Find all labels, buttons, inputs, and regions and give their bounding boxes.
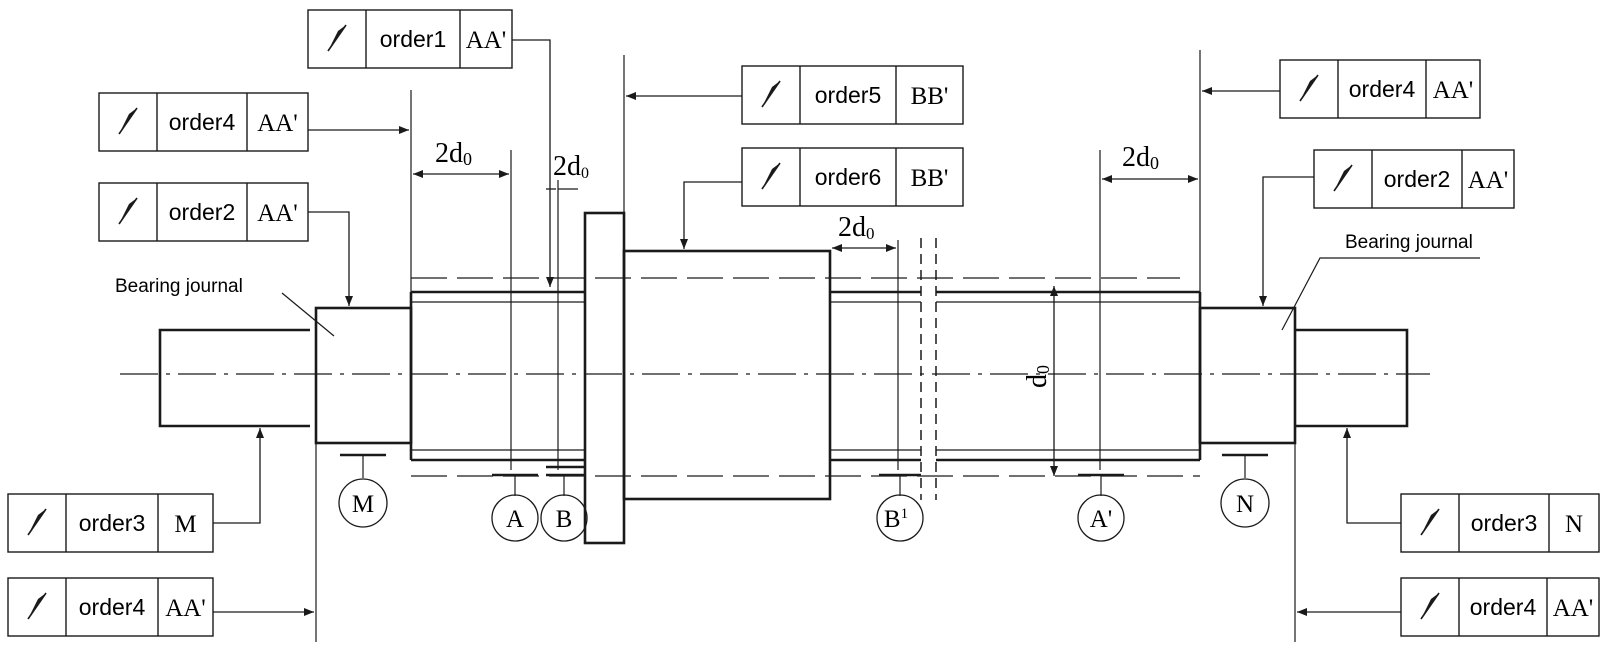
dim-2d0-mid: 2d0 (838, 212, 875, 243)
frame-datum-label: AA' (257, 200, 298, 227)
frame-datum-label: BB' (911, 83, 949, 110)
datum-n (1220, 453, 1270, 528)
right-end-stub (1295, 328, 1409, 428)
frame-border (741, 147, 964, 207)
frame-border (1400, 493, 1600, 553)
frame-datum-label: AA' (1553, 595, 1594, 622)
tolerance-frame-f-br-2: order4 AA' (1400, 577, 1600, 637)
datum-symbols (338, 453, 1270, 542)
frame-datum-label: AA' (165, 595, 206, 622)
frame-order-label: order4 (169, 109, 236, 135)
dimension-lines (413, 170, 1198, 476)
datum-label-a: A (506, 506, 524, 533)
frame-border (7, 577, 214, 637)
datum-label-b-prime: B1 (884, 506, 908, 533)
extension-lines (315, 50, 1296, 642)
frame-order-label: order4 (1470, 594, 1537, 620)
note-left-bearing: Bearing journal (115, 276, 243, 297)
flange (583, 211, 626, 545)
frame-order-label: order2 (1384, 166, 1450, 192)
notes: Bearing journal Bearing journal (115, 232, 1480, 337)
datum-b (540, 465, 588, 542)
frame-border (1400, 577, 1600, 637)
tolerance-frame-f-bl-1: order3 M (7, 493, 214, 553)
break-marks (920, 238, 937, 500)
datum-labels: M A B B1 A' N (352, 491, 1254, 533)
frame-datum-label: AA' (1433, 77, 1474, 104)
datum-label-a-prime: A' (1090, 506, 1113, 533)
frame-datum-label: AA' (257, 110, 298, 137)
tolerance-frame-f-bl-2: order4 AA' (7, 577, 214, 637)
left-bearing-journal (314, 306, 413, 445)
center-lines (120, 277, 1430, 477)
frame-datum-label: M (174, 511, 196, 538)
frame-order-label: order4 (79, 594, 146, 620)
tolerance-frame-f-mid-1: order5 BB' (741, 65, 964, 125)
datum-label-m: M (352, 491, 374, 518)
dim-2d0-right: 2d0 (1122, 142, 1159, 173)
frame-datum-label: N (1565, 511, 1583, 538)
tolerance-frame-f-left-2: order2 AA' (98, 182, 309, 242)
frame-border (98, 92, 309, 152)
frame-border (7, 493, 214, 553)
left-end-stub (158, 328, 310, 428)
dim-d0-vertical: d0 (1022, 365, 1053, 388)
tolerance-frame-f-right-2: order2 AA' (1313, 149, 1515, 209)
frame-order-label: order5 (815, 82, 881, 108)
frame-order-label: order3 (1471, 510, 1537, 536)
datum-label-n: N (1236, 491, 1254, 518)
datum-m (338, 453, 388, 528)
frame-order-label: order2 (169, 199, 235, 225)
dim-2d0-small: 2d0 (553, 151, 589, 182)
frame-order-label: order6 (815, 164, 881, 190)
datum-label-b: B (556, 506, 573, 533)
frame-datum-label: AA' (1468, 167, 1509, 194)
note-right-bearing: Bearing journal (1345, 232, 1473, 253)
frame-border (307, 9, 513, 69)
frame-border (98, 182, 309, 242)
datum-a (491, 473, 539, 542)
datum-b-prime (876, 473, 924, 542)
frame-order-label: order3 (79, 510, 145, 536)
dimension-text: 2d0 2d0 2d0 2d0 d0 (435, 138, 1159, 388)
tolerance-frame-f-left-1: order4 AA' (98, 92, 309, 152)
tolerance-frame-f-right-1: order4 AA' (1279, 59, 1481, 119)
frame-order-label: order1 (380, 26, 446, 52)
frame-order-label: order4 (1349, 76, 1416, 102)
tolerance-frame-f-mid-2: order6 BB' (741, 147, 964, 207)
dim-2d0-left: 2d0 (435, 138, 472, 169)
right-bearing-journal (1198, 306, 1297, 445)
frame-datum-label: AA' (466, 27, 507, 54)
frame-border (1313, 149, 1515, 209)
datum-a-prime (1077, 473, 1125, 542)
frame-datum-label: BB' (911, 165, 949, 192)
frame-border (1279, 59, 1481, 119)
frame-border (741, 65, 964, 125)
nut-body (622, 249, 832, 501)
shaft-body (158, 211, 1409, 545)
tolerance-frame-f-top: order1 AA' (307, 9, 513, 69)
leaders (213, 39, 1401, 616)
tolerance-frame-f-br-1: order3 N (1400, 493, 1600, 553)
